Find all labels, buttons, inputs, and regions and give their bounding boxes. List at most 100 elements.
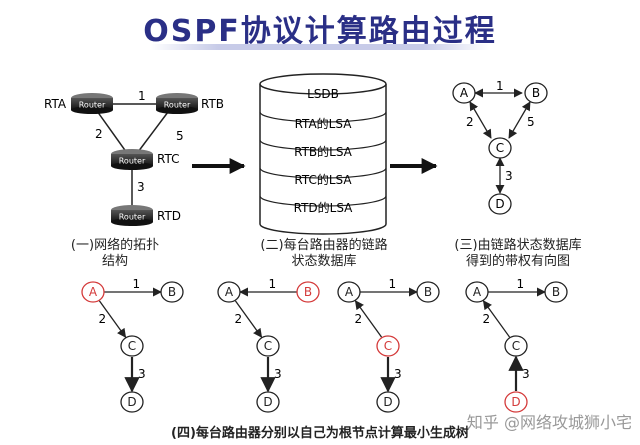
page-title: OSPF协议计算路由过程 bbox=[143, 14, 497, 49]
router-label: Router bbox=[119, 157, 146, 166]
tree-edge bbox=[98, 300, 127, 338]
router-label: Router bbox=[79, 101, 106, 110]
graph-node-label: A bbox=[460, 86, 469, 100]
lsdb-header: LSDB bbox=[307, 87, 339, 101]
tree-cost: 3 bbox=[274, 367, 282, 381]
node-label-rta: RTA bbox=[44, 97, 67, 111]
tree-cost: 1 bbox=[133, 277, 141, 291]
cost-cd: 3 bbox=[137, 180, 145, 194]
tree-edge bbox=[482, 300, 511, 338]
router-icon: Router bbox=[156, 93, 198, 114]
caption-trees: (四)每台路由器分别以自己为根节点计算最小生成树 bbox=[171, 426, 469, 441]
tree-edge bbox=[234, 300, 263, 338]
tree-node bbox=[81, 281, 105, 303]
node-label-rtd: RTD bbox=[157, 209, 181, 223]
spanning-tree: 2 1 3 A B C D bbox=[337, 277, 440, 413]
cost-ac: 2 bbox=[466, 115, 474, 129]
graph-node-label: C bbox=[496, 141, 504, 155]
lsdb-row: RTD的LSA bbox=[294, 200, 354, 215]
tree-node bbox=[376, 391, 400, 413]
tree-node-label: A bbox=[345, 285, 354, 299]
graph-node bbox=[488, 193, 512, 215]
tree-cost: 1 bbox=[517, 277, 525, 291]
node-label-rtc: RTC bbox=[157, 152, 179, 166]
tree-node bbox=[416, 281, 440, 303]
caption-lsdb: (二)每台路由器的链路 状态数据库 bbox=[236, 238, 412, 270]
graph-node bbox=[452, 82, 476, 104]
tree-node-label: D bbox=[263, 395, 272, 409]
spanning-tree: 1 2 3 A B C D bbox=[217, 277, 320, 413]
tree-cost: 1 bbox=[269, 277, 277, 291]
cost-ab: 1 bbox=[496, 79, 504, 93]
node-label-rtb: RTB bbox=[201, 97, 224, 111]
tree-cost: 2 bbox=[483, 312, 491, 326]
caption-line: (三)由链路状态数据库 bbox=[454, 238, 582, 253]
cost-bc: 5 bbox=[176, 129, 184, 143]
spanning-tree: 3 2 1A B C D bbox=[465, 277, 568, 413]
tree-node-label: A bbox=[473, 285, 482, 299]
caption-line: 结构 bbox=[101, 254, 128, 269]
weighted-graph: 1 2 5 3 A B C D bbox=[452, 79, 548, 215]
router-icon: Router bbox=[111, 149, 153, 170]
lsdb-cylinder: LSDB RTA的LSA RTB的LSA RTC的LSA RTD的LSA bbox=[259, 73, 387, 235]
cost-cd: 3 bbox=[505, 169, 513, 183]
tree-cost: 2 bbox=[355, 312, 363, 326]
watermark: 知乎 @网络攻城狮小宅 bbox=[466, 413, 632, 432]
caption-line: (一)网络的拓扑 bbox=[70, 238, 160, 253]
tree-cost: 1 bbox=[389, 277, 397, 291]
tree-node-label: C bbox=[512, 339, 520, 353]
tree-node-label: A bbox=[225, 285, 234, 299]
tree-node-label: C bbox=[128, 339, 136, 353]
tree-node bbox=[544, 281, 568, 303]
lsdb-row: RTB的LSA bbox=[294, 144, 353, 159]
graph-node bbox=[524, 82, 548, 104]
cost-ac: 2 bbox=[95, 127, 103, 141]
tree-node bbox=[120, 391, 144, 413]
tree-cost: 3 bbox=[138, 367, 146, 381]
spanning-tree: 1 2 3 A B C D bbox=[81, 277, 184, 413]
caption-line: 得到的带权有向图 bbox=[465, 254, 570, 269]
tree-node bbox=[337, 281, 361, 303]
tree-node-label: D bbox=[127, 395, 136, 409]
tree-cost: 2 bbox=[99, 312, 107, 326]
tree-node bbox=[160, 281, 184, 303]
graph-node bbox=[488, 137, 512, 159]
tree-node bbox=[256, 391, 280, 413]
tree-node-label: D bbox=[511, 395, 520, 409]
tree-node-label: D bbox=[383, 395, 392, 409]
tree-node-label: A bbox=[89, 285, 98, 299]
router-label: Router bbox=[119, 213, 146, 222]
edge-bc bbox=[508, 101, 531, 139]
tree-node-label: B bbox=[424, 285, 432, 299]
tree-node-label: C bbox=[264, 339, 272, 353]
graph-node-label: B bbox=[532, 86, 540, 100]
lsdb-row: RTA的LSA bbox=[295, 116, 353, 131]
tree-node-label: B bbox=[304, 285, 312, 299]
router-icon: Router bbox=[71, 93, 113, 114]
cost-bc: 5 bbox=[527, 115, 535, 129]
caption-line: 状态数据库 bbox=[291, 254, 357, 269]
caption-graph: (三)由链路状态数据库 得到的带权有向图 bbox=[428, 238, 608, 270]
caption-topology: (一)网络的拓扑 结构 bbox=[40, 238, 190, 270]
cost-ab: 1 bbox=[138, 89, 146, 103]
tree-node bbox=[465, 281, 489, 303]
tree-node bbox=[296, 281, 320, 303]
tree-node-label: C bbox=[384, 339, 392, 353]
edge-ac bbox=[469, 101, 492, 139]
tree-node bbox=[376, 335, 400, 357]
tree-cost: 2 bbox=[235, 312, 243, 326]
tree-node bbox=[120, 335, 144, 357]
tree-node-label: B bbox=[168, 285, 176, 299]
tree-cost: 3 bbox=[394, 367, 402, 381]
topology-panel: 1 2 5 3 Router RTA Router RTB Router RTC bbox=[44, 89, 224, 226]
tree-node bbox=[256, 335, 280, 357]
tree-cost: 3 bbox=[522, 367, 530, 381]
tree-edge bbox=[354, 300, 383, 338]
lsdb-row: RTC的LSA bbox=[294, 172, 352, 187]
tree-node-label: B bbox=[552, 285, 560, 299]
router-label: Router bbox=[164, 101, 191, 110]
graph-node-label: D bbox=[495, 197, 504, 211]
tree-node bbox=[504, 391, 528, 413]
